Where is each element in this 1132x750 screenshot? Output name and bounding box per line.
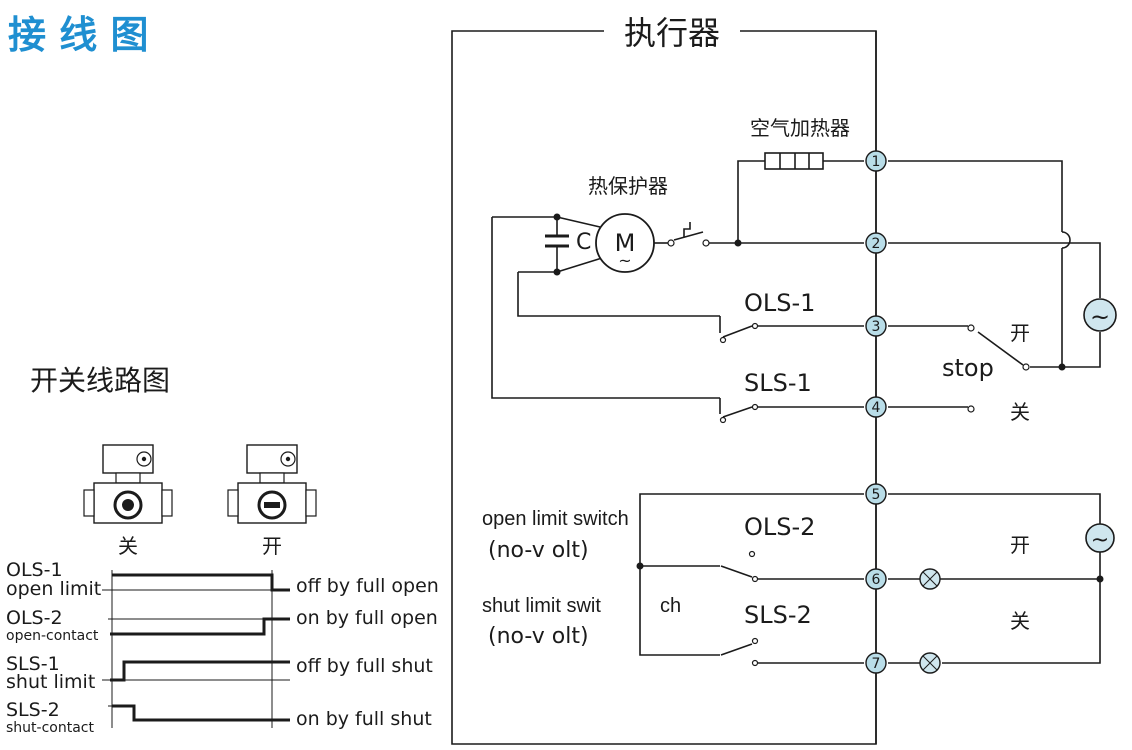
shut-limit-switch-label: shut limit swit	[482, 595, 601, 617]
valve-open-label: 开	[262, 534, 282, 558]
row-desc: on by full shut	[296, 708, 432, 730]
signal-source-symbol: ~	[1091, 528, 1109, 553]
terminal-2: 2	[865, 232, 887, 254]
heater-resistor-icon	[764, 152, 824, 170]
motor-circuit: 热保护器 C M ~	[491, 174, 864, 399]
ols1-switch: OLS-1	[719, 289, 864, 344]
terminal-6-number: 6	[872, 572, 881, 588]
open-lamp-label: 开	[1010, 533, 1030, 557]
selector-switch-icon	[977, 331, 1024, 366]
shut-limit-switch-label-cont: ch	[660, 595, 681, 617]
open-limit-note: (no-v olt)	[488, 538, 589, 563]
terminal-7-number: 7	[872, 656, 881, 672]
terminal-1-number: 1	[872, 154, 881, 170]
row-name: OLS-2	[6, 607, 63, 629]
close-label: 关	[1010, 400, 1030, 424]
row-sub: shut limit	[6, 671, 95, 693]
air-heater-label: 空气加热器	[750, 116, 850, 140]
terminal-6: 6	[865, 568, 887, 590]
terminal-3: 3	[865, 315, 887, 337]
capacitor-label: C	[576, 230, 591, 255]
terminal-1: 1	[865, 150, 887, 172]
switch-row-ols2: OLS-2 open-contact on by full open	[6, 607, 438, 644]
thermal-switch-icon	[673, 231, 704, 241]
switch-row-ols1: OLS-1 open limit off by full open	[6, 559, 439, 600]
shut-limit-note: (no-v olt)	[488, 624, 589, 649]
stop-label: stop	[942, 354, 994, 382]
switch-row-sls2: SLS-2 shut-contact on by full shut	[6, 699, 432, 736]
page-title: 接 线 图	[8, 13, 148, 57]
motor-label: M	[615, 229, 636, 257]
air-heater: 空气加热器	[737, 116, 864, 243]
external-control-circuit: ~ 开 stop 关	[888, 160, 1117, 424]
ols2-label: OLS-2	[744, 513, 815, 541]
actuator-title: 执行器	[624, 14, 720, 52]
row-desc: off by full open	[296, 575, 439, 597]
row-name: OLS-1	[6, 559, 63, 581]
sls2-label: SLS-2	[744, 601, 812, 629]
signal-circuit: ~ OLS-2 SLS-2 开 关 open limit switch (no-…	[482, 493, 1115, 674]
sls1-switch: SLS-1	[719, 369, 864, 424]
terminal-5: 5	[865, 483, 887, 505]
sls1-label: SLS-1	[744, 369, 812, 397]
ols1-label: OLS-1	[744, 289, 815, 317]
switch-section-title: 开关线路图	[30, 364, 170, 397]
row-desc: on by full open	[296, 607, 438, 629]
terminal-4: 4	[865, 396, 887, 418]
valve-open-icon	[227, 444, 317, 524]
switch-row-sls1: SLS-1 shut limit off by full shut	[6, 653, 433, 693]
ac-source-symbol: ~	[1090, 303, 1110, 331]
valve-closed-icon	[83, 444, 173, 524]
row-sub: shut-contact	[6, 720, 94, 736]
open-label: 开	[1010, 321, 1030, 345]
row-name: SLS-2	[6, 699, 60, 721]
ac-source-icon	[1083, 298, 1117, 332]
terminal-4-number: 4	[872, 400, 881, 416]
row-name: SLS-1	[6, 653, 60, 675]
row-sub: open-contact	[6, 628, 99, 644]
row-desc: off by full shut	[296, 655, 433, 677]
row-sub: open limit	[6, 578, 101, 600]
terminal-5-number: 5	[872, 487, 881, 503]
motor-ac-symbol: ~	[618, 251, 631, 270]
actuator-box: 执行器	[451, 14, 877, 745]
close-lamp-label: 关	[1010, 609, 1030, 633]
valve-closed-label: 关	[118, 534, 138, 558]
thermal-protector-label: 热保护器	[588, 174, 668, 198]
terminal-7: 7	[865, 652, 887, 674]
terminal-3-number: 3	[872, 319, 881, 335]
terminal-2-number: 2	[872, 236, 881, 252]
open-limit-switch-label: open limit switch	[482, 508, 629, 530]
